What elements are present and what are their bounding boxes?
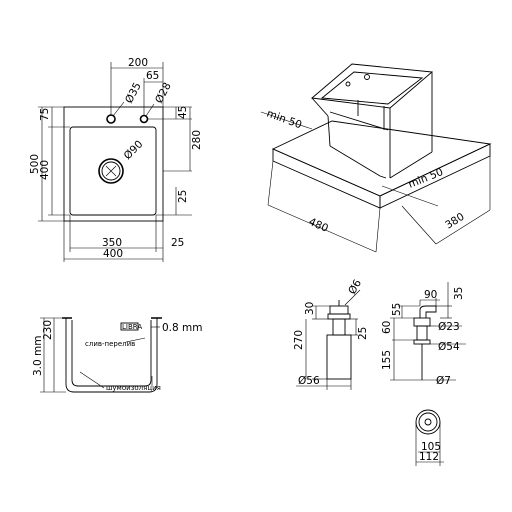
- dim-400-overall: 400: [103, 248, 123, 260]
- dim-35: 35: [453, 287, 465, 300]
- sink-outline: [63, 106, 164, 222]
- dispenser-front-view: 30 270 Ø6 25 Ø56: [293, 277, 369, 390]
- dim-08mm: 0.8 mm: [162, 322, 203, 334]
- dim-400-inner: 400: [39, 160, 51, 180]
- dim-155: 155: [381, 350, 393, 370]
- min-50-right: min 50: [407, 166, 445, 191]
- dispenser-top-view: 105 112: [415, 409, 444, 466]
- dim-25-dispenser: 25: [357, 327, 369, 340]
- dispenser-side-view: 90 35 55 60 155 Ø23 Ø54 Ø7: [381, 282, 466, 387]
- hole-28-label: Ø28: [153, 81, 174, 106]
- dim-25-bottom: 25: [171, 237, 184, 249]
- sink-rim: [310, 63, 434, 109]
- insulation-label: шумоизоляция: [106, 384, 161, 392]
- isometric-view: min 50 min 50 480 380: [260, 63, 492, 253]
- dim-65: 65: [146, 70, 159, 82]
- dim-500: 500: [29, 154, 41, 174]
- overflow-label: слив-перелив: [85, 340, 135, 348]
- dim-3mm: 3.0 mm: [32, 336, 44, 377]
- countertop: [271, 120, 492, 197]
- dim-105: 105: [421, 441, 441, 453]
- dim-350: 350: [102, 237, 122, 249]
- dim-55: 55: [391, 303, 403, 316]
- dim-90: 90: [424, 289, 437, 301]
- sink-section-outer: [65, 318, 158, 393]
- dim-270: 270: [293, 330, 305, 350]
- section-view: LIBRA 3.0 mm 230 0.8 mm слив-перелив шум…: [32, 317, 203, 393]
- dim-112: 112: [419, 451, 439, 463]
- dim-30: 30: [304, 302, 316, 315]
- dim-7: Ø7: [436, 375, 451, 387]
- dispenser-head: [329, 305, 349, 315]
- dim-56: Ø56: [298, 375, 320, 387]
- brand-badge: [120, 322, 139, 331]
- drain-hole-inner: [101, 161, 121, 181]
- dim-230: 230: [42, 320, 54, 340]
- dim-23: Ø23: [438, 321, 460, 333]
- dim-480: 480: [307, 216, 330, 235]
- hole-35-label: Ø35: [123, 81, 144, 106]
- faucet-hole-iso: [364, 74, 370, 80]
- dim-200: 200: [128, 57, 148, 69]
- dispenser-spout: [419, 305, 437, 318]
- dim-75: 75: [39, 108, 51, 121]
- faucet-hole-35: [106, 114, 116, 124]
- top-view: 200 65 Ø35 Ø28 Ø90 75 500 400 45 280 25: [29, 57, 203, 262]
- bowl-outline: [69, 126, 157, 216]
- dim-380: 380: [443, 211, 466, 232]
- min-50-left: min 50: [265, 108, 303, 132]
- dispenser-flange: [415, 409, 441, 435]
- dim-6: Ø6: [346, 277, 364, 296]
- dim-280: 280: [191, 130, 203, 150]
- faucet-hole-28: [139, 114, 149, 124]
- sink-section-inner: [71, 320, 152, 387]
- drain-90-label: Ø90: [122, 138, 146, 162]
- dim-60: 60: [381, 321, 393, 334]
- dispenser-bottle: [326, 334, 352, 380]
- dim-25-side: 25: [177, 190, 189, 203]
- brand-badge-text: LIBRA: [122, 323, 142, 331]
- dim-54: Ø54: [438, 341, 460, 353]
- drain-hole: [98, 158, 124, 184]
- dim-45: 45: [177, 106, 189, 119]
